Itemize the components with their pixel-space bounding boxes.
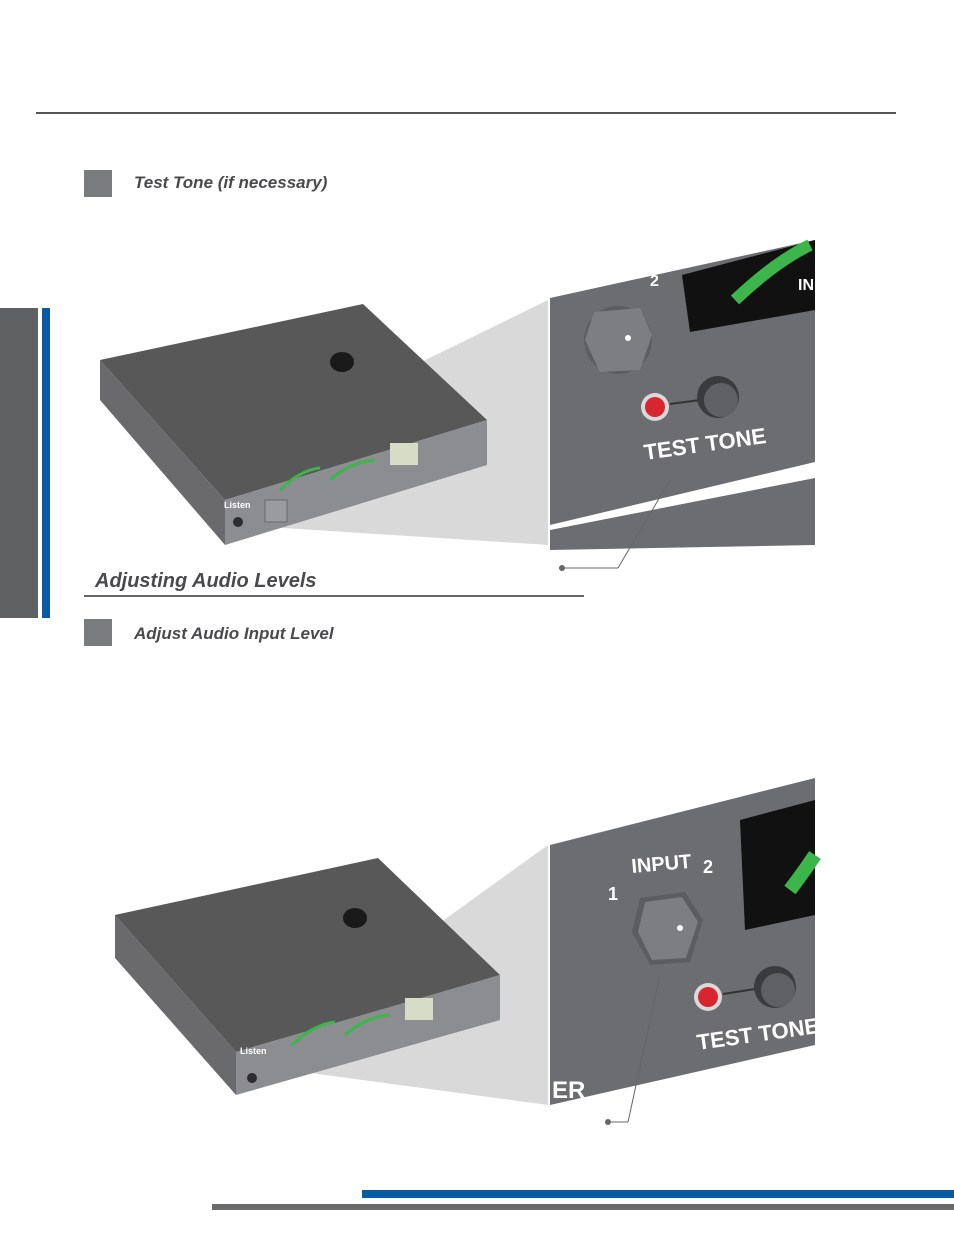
zoom-edge-text: IN — [798, 277, 814, 294]
illustration-test-tone: Listen IN 2 TEST TONE — [100, 239, 815, 571]
input-2-label: 2 — [703, 857, 713, 877]
input-1-label: 1 — [608, 884, 618, 904]
zoom-panel-lip — [550, 462, 815, 530]
device-front-bottom — [236, 975, 500, 1095]
zoom-edge-text-bottom: ER — [552, 1077, 585, 1104]
device-side-bottom — [115, 915, 236, 1095]
footer-gray-bar — [212, 1204, 954, 1210]
led-connector-bottom — [722, 988, 756, 995]
test-tone-button-face — [704, 383, 738, 417]
callout-dot-bottom — [605, 1119, 611, 1125]
power-button-bottom — [247, 1073, 257, 1083]
test-tone-led-icon-bottom — [698, 987, 718, 1007]
step-title-adjust-input: Adjust Audio Input Level — [134, 624, 334, 643]
lcd-display — [390, 443, 418, 465]
callout-dot-top — [559, 565, 565, 571]
power-button — [233, 517, 243, 527]
device-hole — [330, 352, 354, 372]
side-chapter-tab — [0, 308, 38, 618]
device-top-bottom — [115, 858, 500, 1052]
side-blue-bar — [42, 308, 50, 618]
test-tone-button-face-bottom — [761, 973, 795, 1007]
footer-blue-bar — [362, 1190, 954, 1198]
callout-line-bottom — [627, 974, 661, 1123]
led-connector — [669, 399, 701, 405]
zoom-meter-green-bottom — [784, 851, 821, 895]
device-side — [100, 360, 225, 545]
device-brand-bottom: Listen — [240, 1046, 267, 1056]
device-top — [100, 304, 487, 500]
input-knob-face — [585, 308, 652, 372]
zoom-meter-bottom — [740, 800, 815, 930]
step-title-test-tone: Test Tone (if necessary) — [134, 173, 328, 192]
meter-green-b1 — [290, 1020, 336, 1047]
device-hole-bottom — [343, 908, 367, 928]
zoom-meter-green — [730, 239, 813, 305]
input-label: INPUT — [631, 851, 693, 878]
section-title: Adjusting Audio Levels — [95, 570, 317, 592]
test-tone-zone — [264, 499, 288, 523]
knob-indicator-bottom — [677, 925, 683, 931]
step-marker-adjust-input — [84, 619, 112, 646]
device-front — [225, 420, 487, 545]
meter-green-b2 — [343, 1013, 391, 1037]
meter-green-2 — [328, 458, 376, 482]
header-rule — [36, 112, 896, 114]
meter-green-1 — [278, 466, 321, 492]
lcd-display-bottom — [405, 998, 433, 1020]
step-marker-test-tone — [84, 170, 112, 197]
callout-line-top — [617, 479, 671, 569]
illustration-adjust-input: Listen INPUT 1 2 TEST TONE ER — [115, 778, 821, 1125]
input-knob-face-bottom — [638, 897, 698, 960]
section-rule — [84, 595, 584, 597]
test-tone-led-icon — [645, 397, 665, 417]
knob-indicator — [625, 335, 631, 341]
zoom-knob-mark-2: 2 — [650, 273, 659, 290]
device-brand: Listen — [224, 500, 251, 510]
